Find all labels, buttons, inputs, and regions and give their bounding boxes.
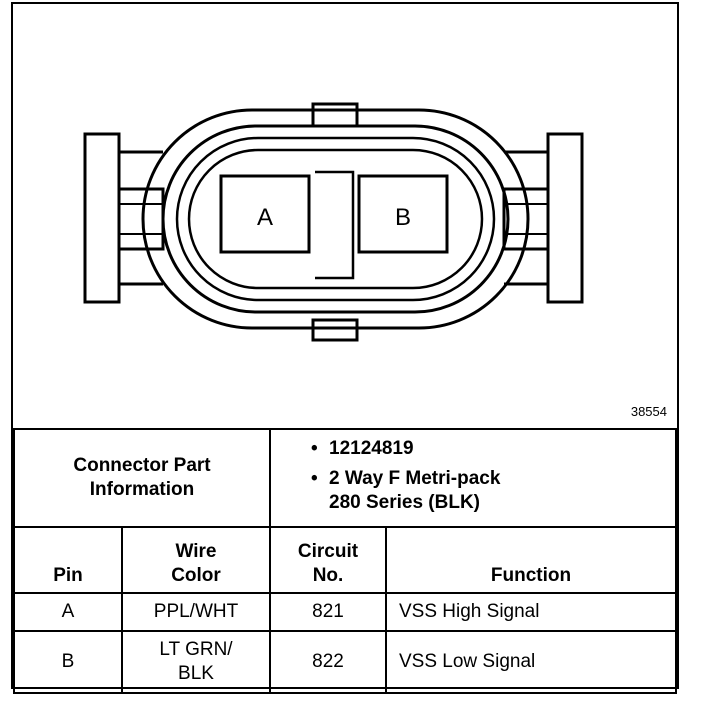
header-pin: Pin <box>13 526 123 594</box>
housing-shell-4 <box>187 148 484 290</box>
right-latch-ear <box>546 132 584 304</box>
left-latch-tab <box>117 187 165 251</box>
wire-color-cell: LT GRN/ BLK <box>121 630 271 694</box>
bottom-lock-tab <box>311 318 359 342</box>
cavity-b <box>357 174 449 254</box>
figure-number: 38554 <box>630 404 667 419</box>
diagram-frame: A B 38554 Connector Part Information • 1… <box>11 2 679 694</box>
part-number-item: • 12124819 <box>311 438 414 459</box>
housing-shell-3 <box>175 136 496 302</box>
circuit-cell: 822 <box>269 630 387 694</box>
function-cell: VSS High Signal <box>385 592 677 632</box>
outer-housing <box>141 108 530 330</box>
connector-part-label: Connector Part Information <box>13 428 271 528</box>
table-row: B LT GRN/ BLK 822 VSS Low Signal <box>13 630 677 694</box>
bullet: • <box>311 438 318 459</box>
header-wire-color: Wire Color <box>121 526 271 594</box>
table-row: A PPL/WHT 821 VSS High Signal <box>13 592 677 632</box>
cavity-a <box>219 174 311 254</box>
header-row: Pin Wire Color Circuit No. Function <box>13 526 677 594</box>
connector-drawing: A B 38554 <box>13 4 677 428</box>
pin-cell: A <box>13 592 123 632</box>
connector-part-row: Connector Part Information • 12124819 • … <box>13 428 677 528</box>
circuit-cell: 821 <box>269 592 387 632</box>
pin-b-label: B <box>395 204 411 231</box>
center-divider <box>315 170 355 280</box>
pin-cell: B <box>13 630 123 694</box>
header-circuit-no: Circuit No. <box>269 526 387 594</box>
part-series-item: • 2 Way F Metri-pack 280 Series (BLK) <box>311 468 501 513</box>
connector-table: Connector Part Information • 12124819 • … <box>13 428 677 694</box>
connector-part-list: • 12124819 • 2 Way F Metri-pack 280 Seri… <box>269 428 677 528</box>
header-function: Function <box>385 526 677 594</box>
function-cell: VSS Low Signal <box>385 630 677 694</box>
bullet: • <box>311 468 318 489</box>
right-latch-tab <box>502 187 550 251</box>
housing-shell-2 <box>161 124 510 314</box>
top-lock-tab <box>311 102 359 128</box>
wire-color-cell: PPL/WHT <box>121 592 271 632</box>
pin-a-label: A <box>257 204 273 231</box>
connector-face-illustration: A B <box>83 102 584 342</box>
left-latch-ear <box>83 132 121 304</box>
